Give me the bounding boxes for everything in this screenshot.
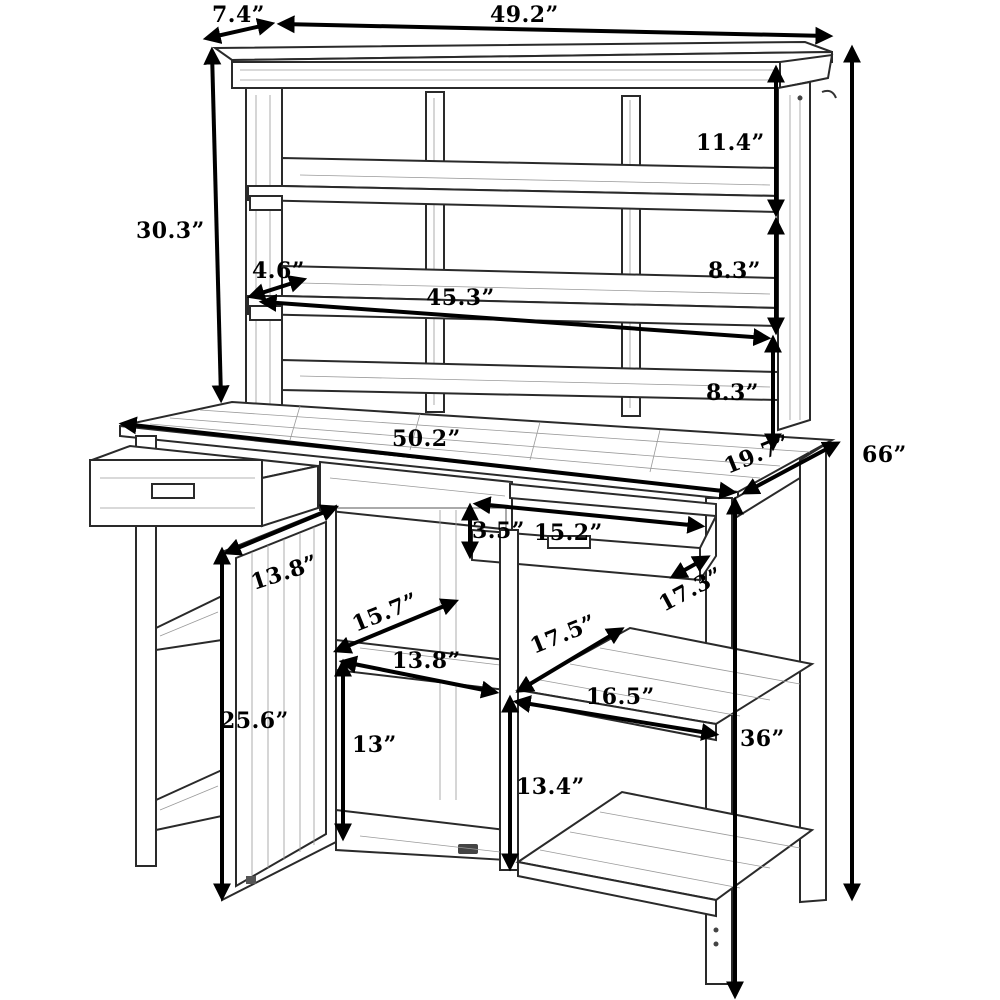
label-side-shelf-width: 16.5” — [586, 684, 655, 710]
left-drawer — [89, 444, 319, 528]
dim-line-tabletop-width — [118, 416, 738, 500]
hutch-top-cap — [211, 40, 834, 90]
right-drawer-handle — [547, 535, 591, 549]
left-lower-shelves — [155, 594, 223, 832]
dim-line-cabinet-inner-width — [338, 655, 500, 699]
dim-line-hutch-height — [203, 46, 230, 404]
label-shelf-depth: 4.6” — [252, 258, 305, 284]
label-top-width: 49.2” — [490, 2, 559, 28]
dim-line-side-shelf-width — [512, 695, 720, 741]
hutch-back-rail — [281, 358, 779, 402]
label-overall-height: 66” — [862, 442, 907, 468]
dim-line-cabinet-depth — [333, 598, 459, 654]
dimension-lines — [118, 15, 861, 1000]
label-shelf-gap-mid: 8.3” — [708, 258, 761, 284]
dim-line-tabletop-depth — [741, 441, 841, 495]
label-hutch-height: 30.3” — [136, 218, 205, 244]
dim-line-shelf-depth — [246, 275, 308, 301]
hutch-shelf-top — [247, 156, 779, 214]
dim-line-shelf-width — [258, 293, 772, 347]
right-shelf-lower — [515, 790, 815, 918]
dim-line-drawer-depth — [669, 555, 711, 579]
dim-line-top-depth — [202, 17, 276, 45]
hutch-shelf-middle — [247, 264, 779, 328]
label-table-height: 36” — [740, 726, 785, 752]
cabinet-door — [221, 504, 337, 902]
bottom-shelf-center — [359, 835, 501, 853]
dimension-labels: 7.4” 49.2” 30.3” 11.4” 8.3” 8.3” 4.6” 45… — [136, 2, 907, 800]
label-shelf-gap-top: 11.4” — [696, 130, 765, 156]
hutch-left-post — [245, 87, 283, 419]
dim-line-top-width — [276, 15, 834, 45]
label-top-depth: 7.4” — [212, 2, 265, 28]
dim-line-side-shelf-depth — [515, 627, 625, 693]
label-door-height: 25.6” — [220, 708, 289, 734]
label-cabinet-inner-height: 13” — [352, 732, 397, 758]
label-cabinet-inner-width: 13.8” — [392, 648, 461, 674]
label-tabletop-width: 50.2” — [392, 426, 461, 452]
left-drawer-handle — [151, 483, 195, 499]
dim-line-drawer-width — [472, 496, 706, 534]
potting-bench — [89, 40, 837, 985]
label-side-shelf-height: 13.4” — [516, 774, 585, 800]
label-drawer-height: 3.5” — [472, 518, 525, 544]
hutch-right-post — [777, 80, 837, 432]
label-shelf-width: 45.3” — [426, 285, 495, 311]
label-drawer-width: 15.2” — [534, 520, 603, 546]
dim-line-door-width — [223, 504, 339, 556]
label-shelf-gap-low: 8.3” — [706, 380, 759, 406]
